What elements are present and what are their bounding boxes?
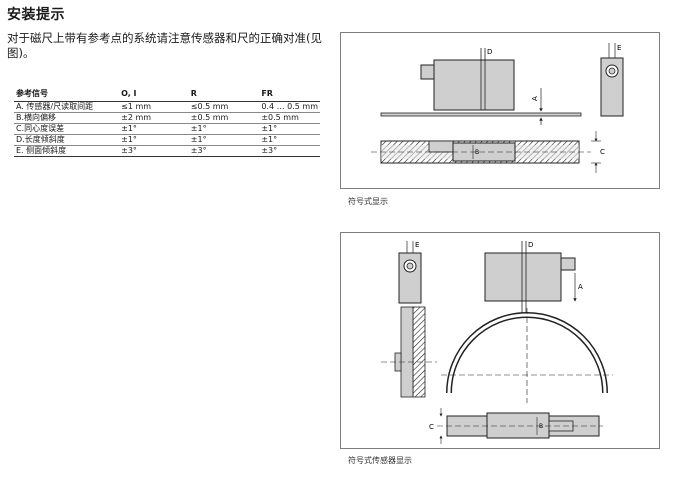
table-row: E. 侧面倾斜度 ±3° ±3° ±3° <box>14 145 320 157</box>
sensor-side-view: D <box>420 48 515 111</box>
scale-top-view: C B <box>371 131 605 173</box>
ring-sensor-end-view: E <box>398 241 422 304</box>
table-cell: ±1° <box>259 123 320 135</box>
table-cell: C.同心度误差 <box>14 123 120 135</box>
table-header-row: 参考信号 O, I R FR <box>14 87 320 102</box>
table-cell: ±1° <box>119 123 189 135</box>
spec-table: 参考信号 O, I R FR A. 传感器/尺读取间距 ≤1 mm ≤0.5 m… <box>14 87 320 157</box>
page-title: 安装提示 <box>7 7 65 23</box>
table-cell: ≤0.5 mm <box>188 101 260 113</box>
table-cell: ±1° <box>188 134 260 146</box>
ring-side-strip <box>381 306 437 398</box>
table-row: C.同心度误差 ±1° ±1° ±1° <box>14 123 320 135</box>
caption-linear-scale: 符号式显示 <box>348 197 388 206</box>
header-cell: 参考信号 <box>14 87 120 102</box>
ring-scale-arc <box>441 308 613 403</box>
table-cell: ±0.5 mm <box>188 112 260 124</box>
gap-dimension: A <box>531 88 543 125</box>
label-d-ring: D <box>528 241 533 249</box>
table-cell: E. 侧面倾斜度 <box>14 145 120 157</box>
table-row: B.横向偏移 ±2 mm ±0.5 mm ±0.5 mm <box>14 112 320 124</box>
table-cell: ±1° <box>119 134 189 146</box>
scale-strip <box>380 112 582 117</box>
table-cell: B.横向偏移 <box>14 112 120 124</box>
table-cell: ≤1 mm <box>119 101 189 113</box>
table-cell: 0.4 … 0.5 mm <box>259 101 320 113</box>
table-cell: ±3° <box>119 145 189 157</box>
table-cell: A. 传感器/尺读取间距 <box>14 101 120 113</box>
label-a: A <box>531 96 539 101</box>
label-c: C <box>600 148 605 156</box>
ring-sensor-side-view: D A <box>484 241 583 313</box>
table-cell: ±3° <box>259 145 320 157</box>
label-a-ring: A <box>578 283 583 291</box>
linear-scale-drawing: D A E C <box>371 43 624 173</box>
table-cell: ±2 mm <box>119 112 189 124</box>
header-cell: O, I <box>119 87 189 102</box>
table-cell: D.长度倾斜度 <box>14 134 120 146</box>
sensor-end-view: E <box>600 43 624 117</box>
table-cell: ±1° <box>188 123 260 135</box>
diagram-ring-scale: E D A <box>340 232 660 449</box>
label-b-ring: B <box>539 423 543 430</box>
table-row: D.长度倾斜度 ±1° ±1° ±1° <box>14 134 320 146</box>
table-row: A. 传感器/尺读取间距 ≤1 mm ≤0.5 mm 0.4 … 0.5 mm <box>14 101 320 113</box>
ring-scale-drawing: E D A <box>381 241 613 444</box>
table-cell: ±0.5 mm <box>259 112 320 124</box>
table-cell: ±1° <box>259 134 320 146</box>
caption-ring-scale: 符号式传感器显示 <box>348 456 412 465</box>
table-cell: ±3° <box>188 145 260 157</box>
label-d: D <box>487 48 492 56</box>
diagram-linear-scale: D A E C <box>340 32 660 189</box>
intro-text: 对于磁尺上带有参考点的系统请注意传感器和尺的正确对准(见图)。 <box>7 31 322 60</box>
label-b: B <box>475 149 479 156</box>
label-e: E <box>617 44 621 52</box>
label-e-ring: E <box>415 241 419 249</box>
header-cell: FR <box>259 87 320 102</box>
ring-sensor-top-view: C B <box>429 408 603 444</box>
label-c-ring: C <box>429 423 434 431</box>
header-cell: R <box>188 87 260 102</box>
